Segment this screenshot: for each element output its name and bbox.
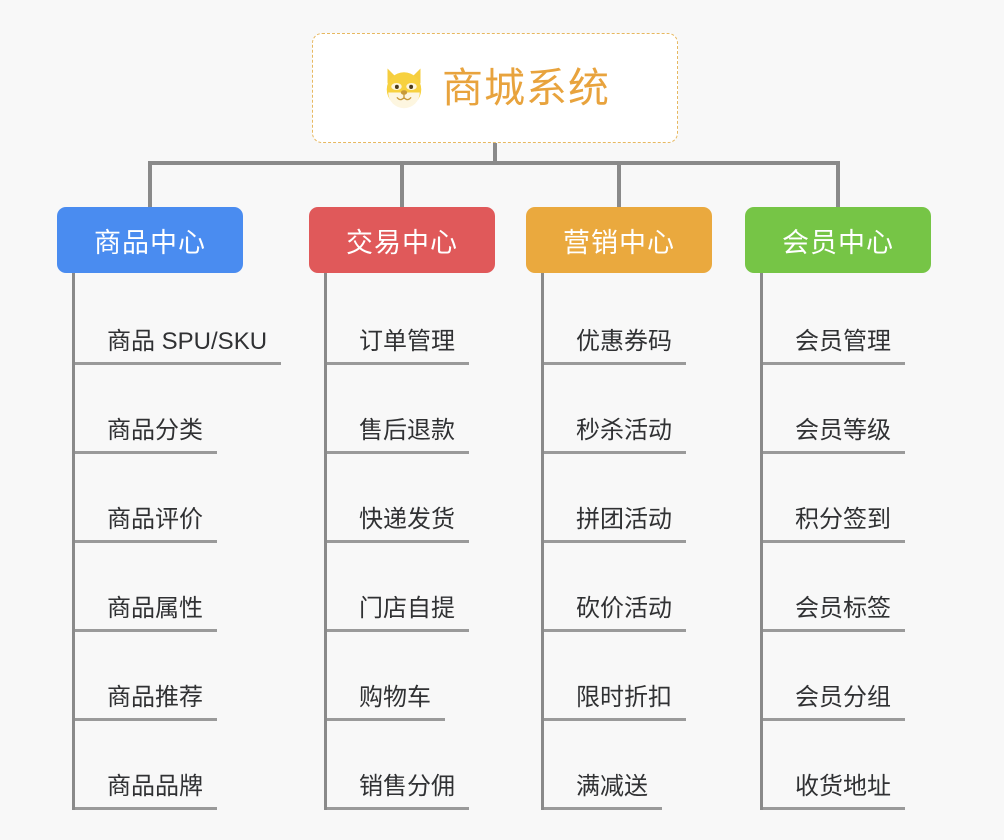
- list-item[interactable]: 优惠券码: [544, 276, 712, 365]
- leaf-label: 会员管理: [763, 328, 905, 365]
- list-item[interactable]: 订单管理: [327, 276, 495, 365]
- list-item[interactable]: 砍价活动: [544, 543, 712, 632]
- category-label: 营销中心: [563, 227, 675, 258]
- list-item[interactable]: 商品 SPU/SKU: [75, 276, 282, 365]
- leaf-list-trade: 订单管理 售后退款 快递发货 门店自提 购物车 销售分佣: [324, 273, 495, 810]
- category-header-trade[interactable]: 交易中心: [309, 207, 495, 273]
- shiba-dog-face-icon: [386, 68, 422, 109]
- leaf-label: 限时折扣: [544, 684, 686, 721]
- leaf-list-product: 商品 SPU/SKU 商品分类 商品评价 商品属性 商品推荐 商品品牌: [72, 273, 282, 810]
- root-node[interactable]: 商城系统: [312, 33, 678, 143]
- connector-drop-2: [400, 161, 404, 207]
- leaf-label: 门店自提: [327, 595, 469, 632]
- connector-bus: [148, 161, 840, 165]
- list-item[interactable]: 商品品牌: [75, 721, 281, 810]
- list-item[interactable]: 商品分类: [75, 365, 281, 454]
- leaf-label: 砍价活动: [544, 595, 686, 632]
- list-item[interactable]: 满减送: [544, 721, 712, 810]
- list-item[interactable]: 秒杀活动: [544, 365, 712, 454]
- connector-drop-3: [617, 161, 621, 207]
- leaf-label: 商品属性: [75, 595, 217, 632]
- leaf-label: 收货地址: [763, 773, 905, 810]
- leaf-label: 订单管理: [327, 328, 469, 365]
- list-item[interactable]: 商品属性: [75, 543, 281, 632]
- list-item[interactable]: 快递发货: [327, 454, 495, 543]
- leaf-label: 商品评价: [75, 506, 217, 543]
- list-item[interactable]: 会员等级: [763, 365, 931, 454]
- category-label: 会员中心: [782, 227, 894, 258]
- category-header-marketing[interactable]: 营销中心: [526, 207, 712, 273]
- list-item[interactable]: 会员管理: [763, 276, 931, 365]
- leaf-label: 快递发货: [327, 506, 469, 543]
- category-header-product[interactable]: 商品中心: [57, 207, 243, 273]
- leaf-label: 购物车: [327, 684, 445, 721]
- leaf-label: 会员标签: [763, 595, 905, 632]
- list-item[interactable]: 门店自提: [327, 543, 495, 632]
- list-item[interactable]: 商品推荐: [75, 632, 281, 721]
- connector-stem: [493, 143, 497, 164]
- root-title: 商城系统: [442, 64, 610, 111]
- leaf-label: 满减送: [544, 773, 662, 810]
- category-label: 交易中心: [346, 227, 458, 258]
- category-column-marketing: 营销中心 优惠券码 秒杀活动 拼团活动 砍价活动 限时折扣 满减送: [526, 207, 712, 810]
- category-label: 商品中心: [94, 227, 206, 258]
- list-item[interactable]: 收货地址: [763, 721, 931, 810]
- leaf-label: 商品品牌: [75, 773, 217, 810]
- list-item[interactable]: 会员标签: [763, 543, 931, 632]
- leaf-label: 售后退款: [327, 417, 469, 454]
- leaf-list-member: 会员管理 会员等级 积分签到 会员标签 会员分组 收货地址: [760, 273, 931, 810]
- category-column-trade: 交易中心 订单管理 售后退款 快递发货 门店自提 购物车 销售分佣: [309, 207, 495, 810]
- category-column-product: 商品中心 商品 SPU/SKU 商品分类 商品评价 商品属性 商品推荐 商品品牌: [57, 207, 282, 810]
- leaf-label: 商品推荐: [75, 684, 217, 721]
- leaf-label: 秒杀活动: [544, 417, 686, 454]
- connector-drop-4: [836, 161, 840, 207]
- connector-drop-1: [148, 161, 152, 207]
- leaf-list-marketing: 优惠券码 秒杀活动 拼团活动 砍价活动 限时折扣 满减送: [541, 273, 712, 810]
- category-header-member[interactable]: 会员中心: [745, 207, 931, 273]
- list-item[interactable]: 限时折扣: [544, 632, 712, 721]
- list-item[interactable]: 积分签到: [763, 454, 931, 543]
- leaf-label: 会员等级: [763, 417, 905, 454]
- leaf-label: 销售分佣: [327, 773, 469, 810]
- leaf-label: 商品 SPU/SKU: [75, 328, 282, 365]
- leaf-label: 拼团活动: [544, 506, 686, 543]
- list-item[interactable]: 商品评价: [75, 454, 281, 543]
- list-item[interactable]: 售后退款: [327, 365, 495, 454]
- leaf-label: 积分签到: [763, 506, 905, 543]
- list-item[interactable]: 销售分佣: [327, 721, 495, 810]
- list-item[interactable]: 会员分组: [763, 632, 931, 721]
- category-column-member: 会员中心 会员管理 会员等级 积分签到 会员标签 会员分组 收货地址: [745, 207, 931, 810]
- leaf-label: 商品分类: [75, 417, 217, 454]
- leaf-label: 优惠券码: [544, 328, 686, 365]
- leaf-label: 会员分组: [763, 684, 905, 721]
- list-item[interactable]: 购物车: [327, 632, 495, 721]
- list-item[interactable]: 拼团活动: [544, 454, 712, 543]
